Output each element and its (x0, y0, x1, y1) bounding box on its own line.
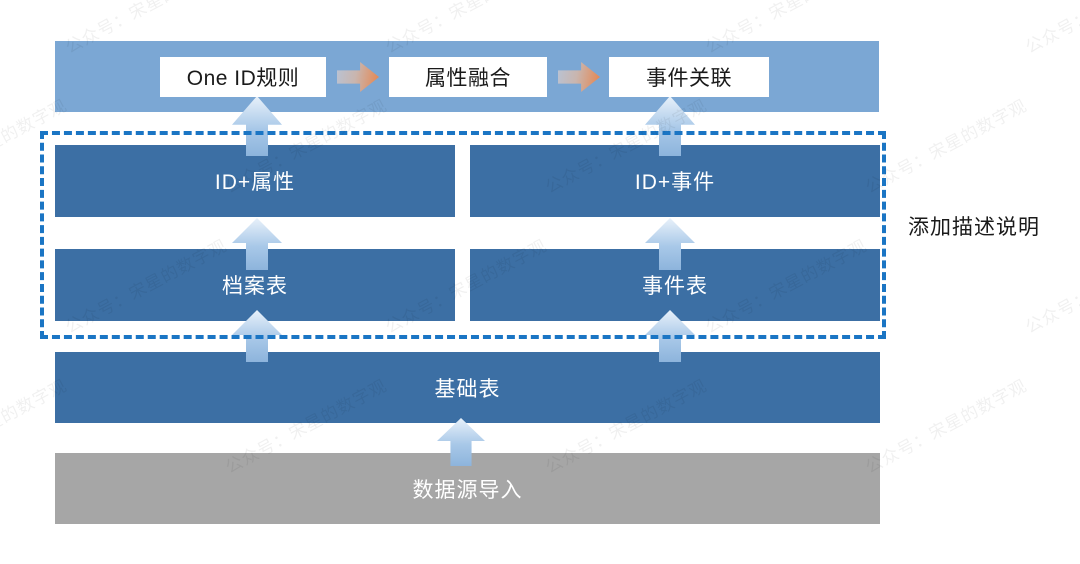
process-step-label: One ID规则 (186, 67, 300, 90)
block-label: 数据源导入 (412, 478, 523, 502)
block-id-attribute[interactable]: ID+属性 (55, 145, 455, 217)
process-step-event-association[interactable]: 事件关联 (609, 57, 769, 97)
watermark-text: 公众号：宋星的数字观 (1022, 0, 1080, 58)
watermark-text: 公众号：宋星的数字观 (1022, 235, 1080, 338)
block-label: 事件表 (642, 275, 708, 298)
process-step-label: 属性融合 (425, 67, 511, 90)
block-id-event[interactable]: ID+事件 (470, 145, 880, 217)
process-step-one-id-rule[interactable]: One ID规则 (160, 57, 326, 97)
watermark-text: 公众号：宋星的数字观 (862, 375, 1031, 478)
block-label: ID+属性 (214, 171, 296, 194)
block-base-table[interactable]: 基础表 (55, 352, 880, 423)
block-label: ID+事件 (634, 171, 716, 194)
annotation-text: 添加描述说明 (908, 216, 1040, 239)
block-label: 档案表 (222, 275, 288, 298)
process-step-attribute-fusion[interactable]: 属性融合 (389, 57, 547, 97)
watermark-text: 公众号：宋星的数字观 (862, 95, 1031, 198)
process-step-label: 事件关联 (646, 67, 732, 90)
block-label: 基础表 (434, 377, 501, 401)
